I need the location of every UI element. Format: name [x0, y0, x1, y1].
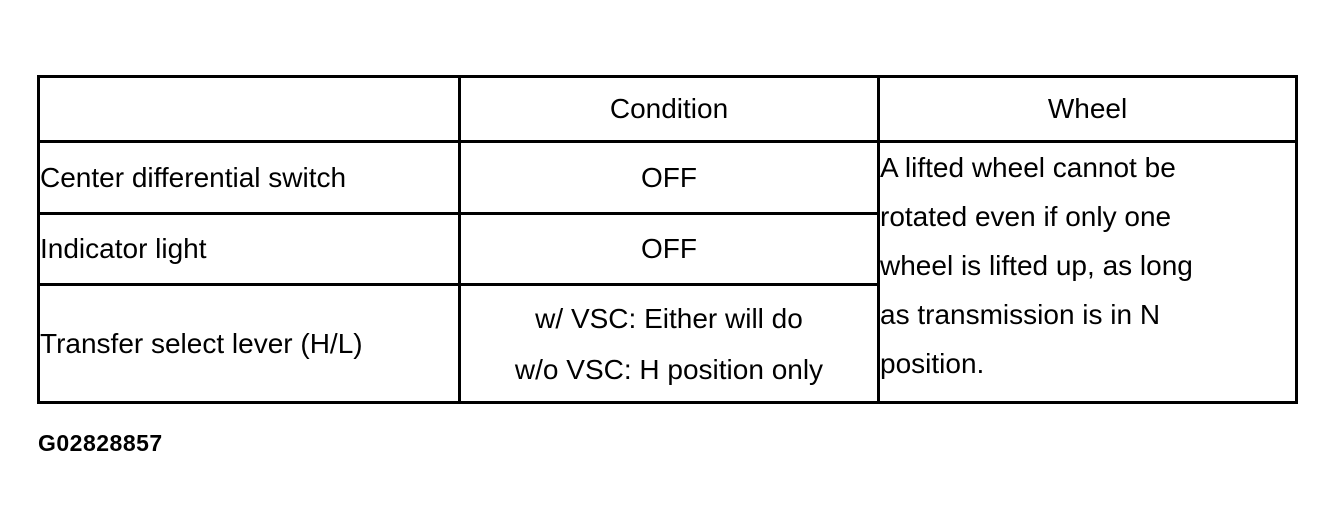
table-row: Center differential switch OFF A lifted …: [37, 140, 1298, 404]
wheel-note-cell: A lifted wheel cannot be rotated even if…: [877, 140, 1298, 404]
condition-line-without-vsc: w/o VSC: H position only: [514, 353, 824, 385]
wheel-note-line-4: as transmission is in N: [880, 299, 1161, 330]
header-blank-cell: [37, 75, 461, 143]
wheel-note-line-2: rotated even if only one: [880, 201, 1172, 232]
wheel-note-line-1: A lifted wheel cannot be: [880, 152, 1176, 183]
header-condition-cell: Condition: [458, 75, 880, 143]
condition-spec-table: Condition Wheel Center differential swit…: [37, 75, 1298, 404]
figure-id-caption: G02828857: [38, 430, 163, 456]
table-header-row: Condition Wheel: [37, 75, 1298, 143]
wheel-note-line-3: wheel is lifted up, as long: [880, 250, 1193, 281]
condition-indicator-light: OFF: [458, 212, 880, 286]
wheel-note-line-5: position.: [880, 348, 985, 379]
table-row: Transfer select lever (H/L) w/ VSC: Eith…: [37, 283, 1297, 404]
row-label-indicator-light: Indicator light: [37, 212, 461, 286]
row-label-transfer-select-lever: Transfer select lever (H/L): [37, 283, 461, 404]
table-row: Indicator light OFF: [37, 212, 1297, 286]
row-label-center-differential-switch: Center differential switch: [37, 140, 461, 215]
condition-line-with-vsc: w/ VSC: Either will do: [535, 302, 803, 334]
header-wheel-cell: Wheel: [877, 75, 1298, 143]
condition-center-differential-switch: OFF: [458, 140, 880, 215]
condition-transfer-select-lever: w/ VSC: Either will do w/o VSC: H positi…: [458, 283, 880, 404]
